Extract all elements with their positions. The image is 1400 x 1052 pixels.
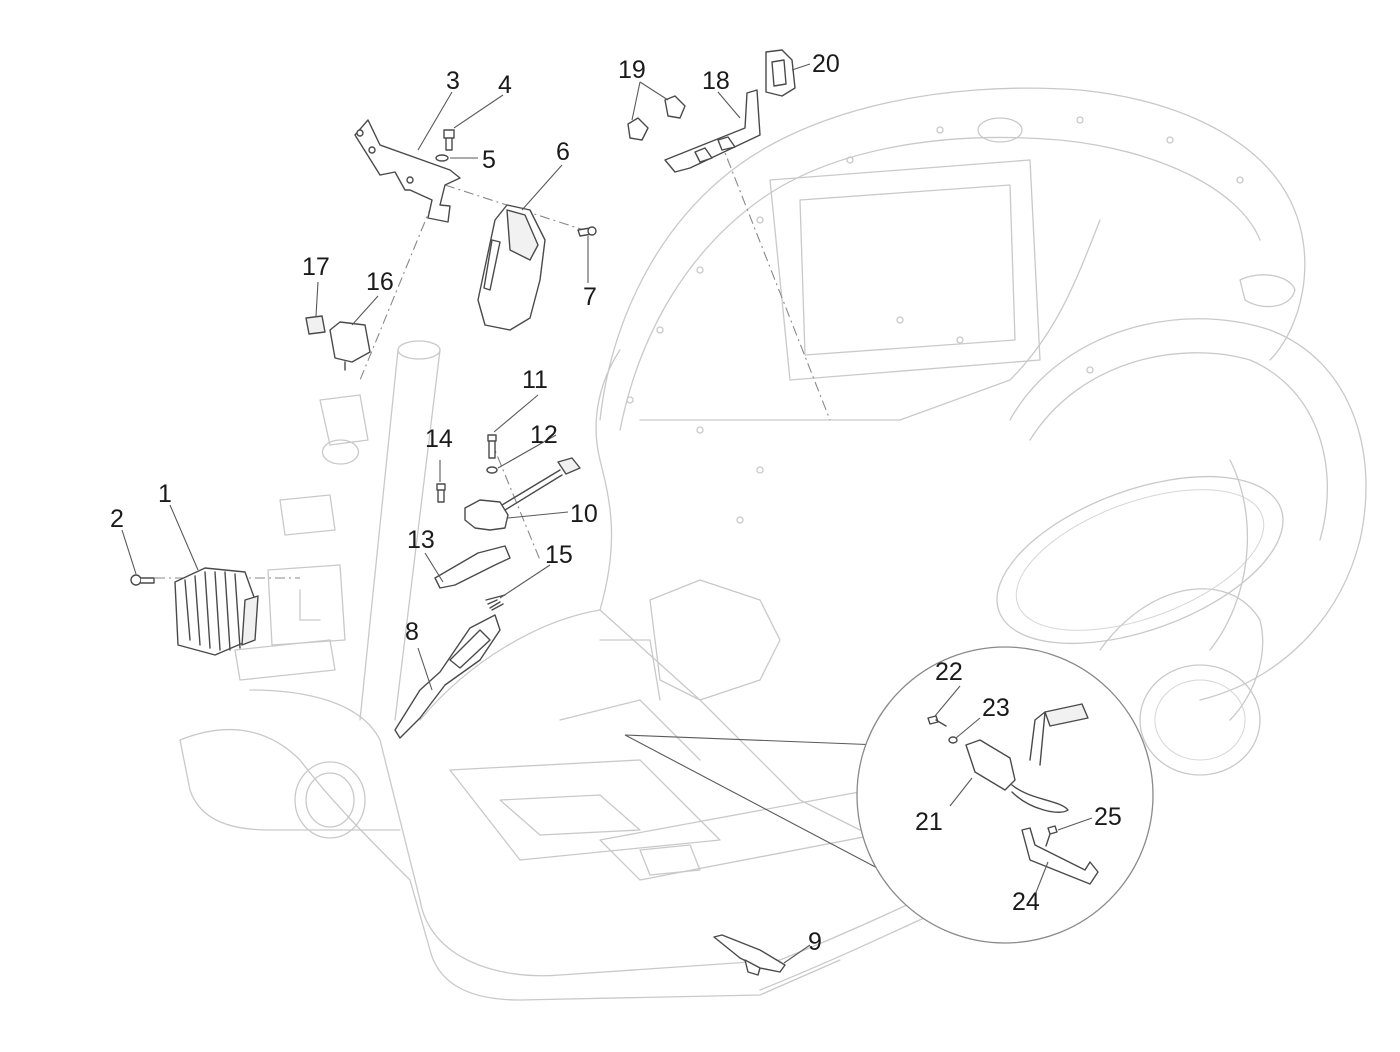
callout-9: 9 [808, 928, 822, 956]
part-voltage-regulator[interactable] [174, 567, 259, 656]
part-control-unit[interactable] [477, 204, 546, 331]
callout-24: 24 [1012, 888, 1040, 916]
callout-13: 13 [407, 526, 435, 554]
part-ignition-coil-21[interactable] [965, 703, 1089, 813]
callout-11: 11 [522, 366, 548, 394]
callout-10: 10 [570, 500, 598, 528]
callout-6: 6 [556, 138, 570, 166]
callout-2: 2 [110, 505, 124, 533]
part-screw-2[interactable] [130, 574, 155, 586]
callout-15: 15 [545, 541, 573, 569]
part-washer-23[interactable] [948, 736, 958, 744]
part-washer-5[interactable] [435, 154, 449, 162]
part-screw-25[interactable] [1045, 825, 1058, 847]
part-screw-4[interactable] [443, 129, 455, 151]
part-connector-20[interactable] [765, 49, 796, 97]
scooter-frame [179, 87, 1367, 1001]
leader-lines [121, 63, 1093, 964]
part-coil-bracket-24[interactable] [1021, 827, 1099, 885]
callout-5: 5 [482, 146, 496, 174]
callout-8: 8 [405, 618, 419, 646]
detail-view [624, 646, 1154, 944]
callout-21: 21 [915, 808, 943, 836]
part-bracket-13[interactable] [434, 545, 511, 589]
part-fuse-bracket-18[interactable] [664, 89, 761, 173]
part-spring-15[interactable] [485, 594, 506, 611]
part-sensor-10[interactable] [464, 457, 581, 531]
callout-4: 4 [498, 71, 512, 99]
callout-3: 3 [446, 67, 460, 95]
callout-7: 7 [583, 283, 597, 311]
part-bracket-3[interactable] [354, 119, 461, 223]
callout-23: 23 [982, 694, 1010, 722]
callout-25: 25 [1094, 803, 1122, 831]
callout-19: 19 [618, 56, 646, 84]
callout-labels: 1 2 3 4 5 6 7 8 9 10 11 12 13 14 15 16 1… [110, 50, 1122, 956]
callout-14: 14 [425, 425, 453, 453]
callout-1: 1 [158, 480, 172, 508]
part-screw-11[interactable] [487, 434, 497, 459]
part-screw-22[interactable] [927, 715, 947, 727]
callout-17: 17 [302, 253, 330, 281]
part-screw-7[interactable] [577, 226, 597, 237]
part-small-relay-17[interactable] [305, 315, 326, 335]
part-fuse-holders-19[interactable] [627, 95, 686, 141]
callout-20: 20 [812, 50, 840, 78]
callout-18: 18 [702, 67, 730, 95]
callout-22: 22 [935, 658, 963, 686]
callout-16: 16 [366, 268, 394, 296]
callout-12: 12 [530, 421, 558, 449]
part-screw-14[interactable] [436, 483, 446, 503]
part-cover-8[interactable] [394, 614, 501, 739]
part-washer-12[interactable] [486, 466, 498, 474]
part-clip-9[interactable] [713, 934, 786, 976]
part-relay-16[interactable] [329, 321, 371, 371]
